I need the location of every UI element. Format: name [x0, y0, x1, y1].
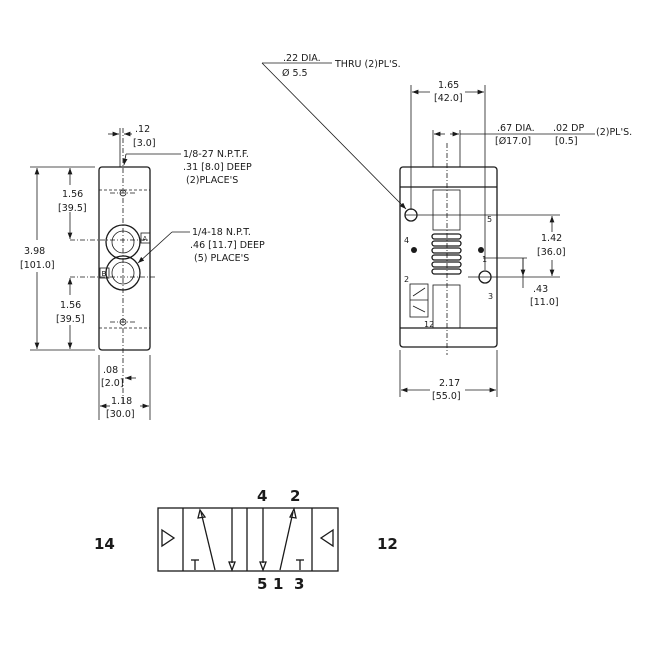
port-a-circle: [105, 224, 141, 260]
dim-top-port-mm: [39.5]: [58, 203, 87, 214]
pilot-left-label: 14: [94, 535, 115, 553]
dim-offset-bottom-in: .08: [103, 365, 118, 376]
dim-vertical-holes-mm: [36.0]: [537, 247, 566, 258]
pilot-left-triangle-icon: [161, 528, 176, 548]
dim-top-port-in: 1.56: [62, 189, 83, 200]
mount-hole-dia-mm: Ø 5.5: [282, 68, 308, 79]
counterbore-depth-mm: [0.5]: [555, 136, 578, 147]
dim-front-width-mm: [55.0]: [432, 391, 461, 402]
side-view: A B 3.98 [101.0] 1.56 [39.5] 1.56 [39.5]…: [20, 124, 265, 420]
symbol-port-3: 3: [294, 575, 304, 593]
front-port-12: 12: [424, 320, 434, 329]
spring-icon: [431, 233, 462, 275]
front-port-3: 3: [488, 292, 493, 301]
front-port-4: 4: [404, 236, 409, 245]
dim-offset-top-mm: [3.0]: [133, 138, 156, 149]
port-a-label: A: [143, 235, 148, 243]
dim-vertical-holes-in: 1.42: [541, 233, 562, 244]
dim-width-in: 1.18: [111, 396, 132, 407]
front-port-5: 5: [487, 215, 492, 224]
side-body: [98, 166, 151, 351]
counterbore-count: (2)PL'S.: [596, 127, 632, 138]
dim-width-mm: [30.0]: [106, 409, 135, 420]
port-b-label: B: [102, 270, 107, 278]
pilot-right-triangle-icon: [319, 528, 334, 548]
counterbore-dia-in: .67 DIA.: [497, 123, 535, 134]
front-body: [399, 166, 498, 348]
note-main-ports-count: (5) PLACE'S: [194, 253, 249, 264]
dim-port-offset-mm: [11.0]: [530, 297, 559, 308]
port-b-circle: [105, 255, 141, 291]
dim-offset-bottom-mm: [2.0]: [101, 378, 124, 389]
dim-overall-height-mm: [101.0]: [20, 260, 55, 271]
valve-symbol: 14 12 4 2 5 1 3: [94, 487, 398, 593]
front-view: 4 2 5 1 3 12 1.65 [42.0] .67 DIA. [Ø17.0…: [261, 53, 632, 402]
note-small-ports-count: (2)PLACE'S: [186, 175, 238, 186]
mount-hole-dia-in: .22 DIA.: [283, 53, 321, 64]
dim-bottom-port-mm: [39.5]: [56, 314, 85, 325]
dim-overall-height-in: 3.98: [24, 246, 45, 257]
pilot-right-label: 12: [377, 535, 398, 553]
front-port-1: 1: [482, 255, 487, 264]
dim-hole-spacing-in: 1.65: [438, 80, 459, 91]
symbol-port-1: 1: [273, 575, 283, 593]
dim-bottom-port-in: 1.56: [60, 300, 81, 311]
symbol-port-5: 5: [257, 575, 267, 593]
mount-hole-count: THRU (2)PL'S.: [334, 59, 401, 70]
symbol-port-2: 2: [290, 487, 300, 505]
mini-symbol-icon: [409, 283, 429, 318]
dim-front-width-in: 2.17: [439, 378, 460, 389]
front-port-2: 2: [404, 275, 409, 284]
dim-port-offset-in: .43: [533, 284, 548, 295]
symbol-port-4: 4: [257, 487, 267, 505]
note-main-ports-thread: 1/4-18 N.P.T.: [192, 227, 251, 238]
note-small-ports-thread: 1/8-27 N.P.T.F.: [183, 149, 249, 160]
counterbore-dia-mm: [Ø17.0]: [495, 136, 531, 147]
dim-hole-spacing-mm: [42.0]: [434, 93, 463, 104]
note-main-ports-depth: .46 [11.7] DEEP: [190, 240, 265, 251]
dim-offset-top-in: .12: [135, 124, 150, 135]
note-small-ports-depth: .31 [8.0] DEEP: [183, 162, 252, 173]
counterbore-depth-in: .02 DP: [553, 123, 584, 134]
